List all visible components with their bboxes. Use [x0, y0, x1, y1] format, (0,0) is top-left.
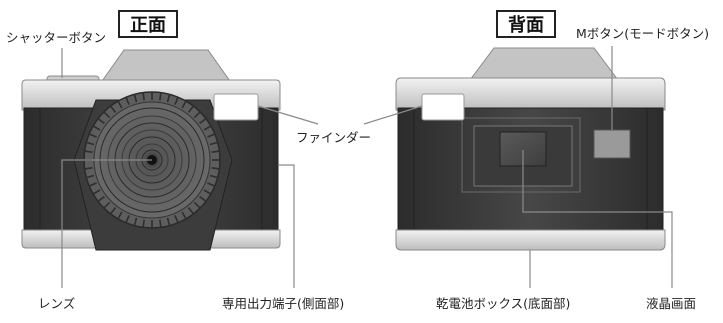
lens-knurl-tick [84, 150, 93, 153]
lens-knurl-tick [187, 105, 195, 113]
lcd-outer-frame [461, 117, 581, 193]
lens-knurl-tick [181, 100, 187, 109]
lens-knurl-tick [142, 219, 145, 228]
lens-knurl-tick [97, 195, 105, 203]
back-bottom-plate [395, 229, 666, 251]
label-lcd-screen: 液晶画面 [646, 296, 697, 311]
lens-knurl-tick [86, 141, 95, 146]
label-output-port: 専用出力端子(側面部) [222, 296, 345, 311]
lens-knurl-tick [88, 133, 97, 138]
lens-knurl-tick [207, 182, 216, 187]
back-title: 背面 [496, 10, 556, 38]
lens-knurl-tick [174, 96, 179, 105]
lens-knurl-tick [166, 217, 171, 226]
lens-knurl-tick [92, 189, 101, 195]
lens-knurl-tick [199, 195, 207, 203]
front-finder-window [213, 93, 259, 121]
lens-knurl-tick [125, 96, 130, 105]
front-prism [99, 49, 233, 85]
m-button [593, 129, 631, 159]
lens-knurl-tick [86, 174, 95, 179]
front-camera [21, 49, 281, 251]
back-camera [395, 47, 666, 251]
lens-knurl-tick [117, 100, 123, 109]
back-finder-window [421, 93, 465, 121]
label-shutter-button: シャッターボタン [6, 30, 107, 45]
lens-knurl-tick [103, 201, 111, 209]
lens-knurl-tick [193, 111, 201, 119]
lens-knurl-tick [211, 150, 220, 153]
label-m-button: Mボタン(モードボタン) [576, 26, 710, 41]
lens-knurl-tick [109, 105, 117, 113]
lens-knurl-tick [84, 167, 93, 170]
back-prism [469, 47, 619, 81]
lens-knurl-tick [92, 125, 101, 131]
lens-knurl-tick [117, 211, 123, 220]
label-lens: レンズ [38, 296, 76, 311]
lens-knurl-tick [174, 215, 179, 224]
label-finder: ファインダー [296, 130, 372, 145]
lens-knurl-tick [207, 133, 216, 138]
leader-finder-back [363, 105, 423, 125]
lens-knurl-tick [187, 207, 195, 215]
lens-knurl-tick [203, 189, 212, 195]
leader-finder-front [257, 105, 319, 125]
lens-knurl-tick [159, 92, 162, 101]
lens-knurl-tick [209, 174, 218, 179]
lens-knurl [84, 92, 220, 228]
lens-knurl-tick [211, 167, 220, 170]
lens-knurl-tick [103, 111, 111, 119]
lens-knurl-tick [133, 217, 138, 226]
lens-knurl-tick [181, 211, 187, 220]
lens-knurl-tick [159, 219, 162, 228]
lens-knurl-tick [97, 117, 105, 125]
lens-knurl-tick [88, 182, 97, 187]
leader-output-port [278, 164, 295, 288]
lens-knurl-tick [166, 94, 171, 103]
front-title: 正面 [118, 10, 178, 38]
lens-knurl-tick [209, 141, 218, 146]
lens-knurl-tick [199, 117, 207, 125]
leader-lens [61, 159, 152, 288]
leader-lines [61, 46, 673, 288]
label-battery-box: 乾電池ボックス(底面部) [436, 296, 571, 311]
leader-lcd [522, 150, 673, 288]
lens-knurl-tick [125, 215, 130, 224]
lens-knurl-tick [203, 125, 212, 131]
lens-knurl-tick [193, 201, 201, 209]
lens-knurl-tick [142, 92, 145, 101]
lens-knurl-tick [133, 94, 138, 103]
lens-knurl-tick [109, 207, 117, 215]
